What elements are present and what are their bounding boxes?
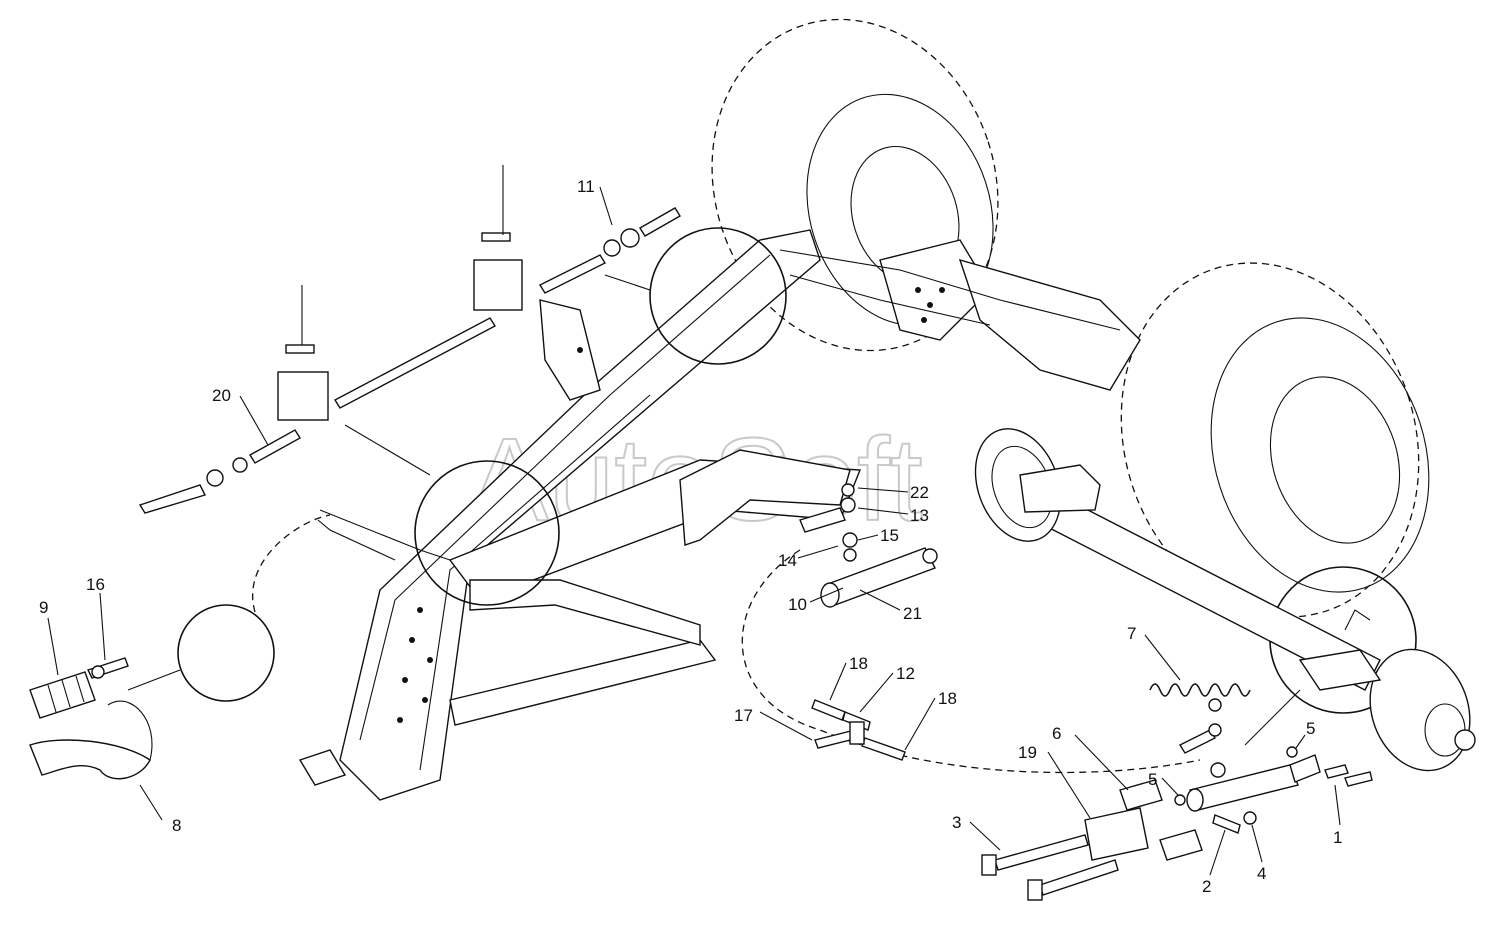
callout-17: 17 bbox=[734, 706, 753, 725]
callout-4: 4 bbox=[1257, 864, 1266, 883]
valve-stack bbox=[1178, 698, 1226, 778]
callout-13: 13 bbox=[910, 506, 929, 525]
detail-circle-upper bbox=[649, 227, 787, 365]
callout-10: 10 bbox=[788, 595, 807, 614]
callout-16: 16 bbox=[86, 575, 105, 594]
leader-line bbox=[127, 669, 181, 691]
leader-line bbox=[344, 424, 431, 476]
detail-circle-lower bbox=[414, 460, 560, 606]
callout-1: 1 bbox=[1333, 828, 1342, 847]
callout-20: 20 bbox=[212, 386, 231, 405]
dust-cap-8 bbox=[29, 739, 151, 780]
hose-path-front bbox=[252, 514, 331, 613]
fitting-11 bbox=[538, 207, 681, 294]
coupler-9 bbox=[29, 671, 96, 719]
leader-line bbox=[1244, 689, 1301, 746]
spring-7 bbox=[1149, 683, 1251, 697]
callout-5a: 5 bbox=[1306, 719, 1315, 738]
callout-14: 14 bbox=[778, 551, 797, 570]
hose-tee-12-17-18 bbox=[811, 699, 906, 761]
fitting-16 bbox=[87, 657, 129, 679]
rear-axle-assembly bbox=[974, 428, 1476, 772]
dust-cap-strap bbox=[107, 700, 153, 761]
callout-3: 3 bbox=[952, 813, 961, 832]
tee-fitting-22-13-15 bbox=[799, 483, 858, 562]
chassis-frame bbox=[298, 229, 1141, 801]
callout-7: 7 bbox=[1127, 624, 1136, 643]
callout-5b: 5 bbox=[1148, 770, 1157, 789]
callout-19: 19 bbox=[1018, 743, 1037, 762]
leader-line bbox=[604, 274, 651, 291]
callout-leaders bbox=[47, 186, 1341, 876]
callout-9: 9 bbox=[39, 598, 48, 617]
callout-15: 15 bbox=[880, 526, 899, 545]
cylinder-mount-assembly bbox=[981, 746, 1373, 901]
callout-6: 6 bbox=[1052, 724, 1061, 743]
callout-numbers: 1 2 3 4 5 5 6 7 8 9 10 11 12 13 14 15 16… bbox=[39, 177, 1342, 896]
callout-22: 22 bbox=[910, 483, 929, 502]
callout-11: 11 bbox=[577, 177, 595, 196]
callout-12: 12 bbox=[896, 664, 915, 683]
callout-21: 21 bbox=[903, 604, 922, 623]
cylinder-21 bbox=[820, 547, 938, 608]
rear-wheel-lower bbox=[1120, 262, 1430, 618]
hose-path-rear bbox=[741, 549, 1201, 774]
callout-2: 2 bbox=[1202, 877, 1211, 896]
callout-18a: 18 bbox=[849, 654, 868, 673]
rod-20-assembly bbox=[138, 165, 523, 514]
callout-8: 8 bbox=[172, 816, 181, 835]
detail-circle-hitch bbox=[177, 604, 275, 702]
callout-18b: 18 bbox=[938, 689, 957, 708]
